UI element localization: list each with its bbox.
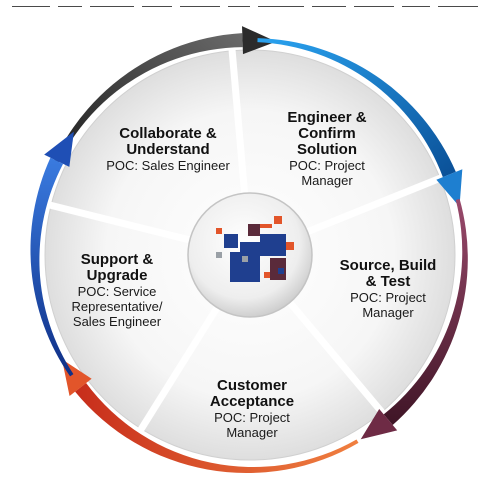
segment-title-line: Solution [297,141,357,158]
segment-title-line: Understand [126,141,209,158]
segment-title-line: Engineer & [287,109,366,126]
segment-title-line: Confirm [298,125,356,142]
cycle-arrow-source [383,198,468,426]
cycle-arrow-customer [75,383,359,474]
company-logo-icon [216,216,294,282]
segment-title-line: Customer [217,377,287,394]
segment-poc-line: Manager [362,305,414,320]
segment-poc-line: POC: Service [78,284,157,299]
segment-poc-line: POC: Project [214,410,290,425]
segment-poc-line: Sales Engineer [73,314,162,329]
segment-title-line: & Test [366,273,411,290]
segment-divider [306,174,443,236]
segment-poc-line: Manager [301,173,353,188]
top-cropped-header [0,0,500,7]
cycle-arrows [30,26,468,474]
cycle-arrow-engineer [257,38,456,178]
segment-title-line: Collaborate & [119,125,217,142]
arrow-head-engineer [436,169,463,207]
segment-divider [228,49,249,194]
segment-divider [287,300,386,416]
cycle-arrow-collaborate [39,33,243,204]
segment-poc-line: Manager [226,425,278,440]
segment-divider [137,305,221,432]
segment-title-line: Upgrade [87,267,148,284]
cycle-arrow-support [30,157,74,377]
segment-poc-line: Representative/ [71,299,162,314]
arrow-head-support [44,131,74,167]
segment-title-line: Acceptance [210,393,294,410]
segment-poc-line: POC: Sales Engineer [106,158,230,173]
segment-poc-line: POC: Project [350,290,426,305]
segment-title-line: Source, Build [340,257,437,274]
segment-divider [49,201,191,244]
segment-poc-line: POC: Project [289,158,365,173]
segment-title-line: Support & [81,251,154,268]
segment-dividers [49,49,443,432]
arrow-head-source [360,408,398,440]
